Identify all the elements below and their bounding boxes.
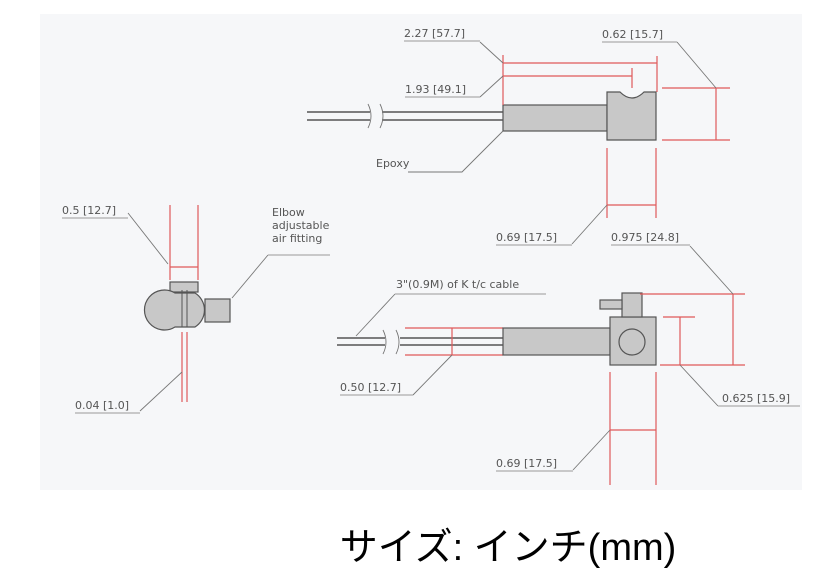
- dim-total-height: 0.975 [24.8]: [611, 231, 679, 244]
- dim-side-width: 0.5 [12.7]: [62, 204, 116, 217]
- fitting-label-line2: adjustable: [272, 219, 330, 232]
- elbow-fitting: [204, 298, 231, 323]
- sensor-head: [606, 91, 657, 141]
- side-view: 0.5 [12.7] Elbow adjustable air fitting …: [62, 204, 330, 414]
- fitting-label-line3: air fitting: [272, 232, 322, 245]
- dim-bottom-head-width: 0.69 [17.5]: [496, 457, 557, 470]
- fitting-label-line1: Elbow: [272, 206, 305, 219]
- dim-overall-length: 2.27 [57.7]: [404, 27, 465, 40]
- dim-head-height: 0.625 [15.9]: [722, 392, 790, 405]
- epoxy-sheath: [502, 104, 608, 132]
- dim-top-height: 0.62 [15.7]: [602, 28, 663, 41]
- dim-top-head-width: 0.69 [17.5]: [496, 231, 557, 244]
- cable-break-icon: [382, 329, 400, 355]
- sensor-head: [609, 316, 657, 366]
- dim-sheath-diameter: 0.50 [12.7]: [340, 381, 401, 394]
- fitting-body: [143, 289, 205, 331]
- dim-gap: 0.04 [1.0]: [75, 399, 129, 412]
- cable-break-icon: [367, 103, 384, 129]
- drawing-background: [40, 14, 802, 490]
- cable-label: 3"(0.9M) of K t/c cable: [396, 278, 519, 291]
- top-view: 2.27 [57.7] 1.93 [49.1] Epoxy 0.62 [15.7…: [307, 27, 730, 246]
- dim-body-length: 1.93 [49.1]: [405, 83, 466, 96]
- epoxy-label: Epoxy: [376, 157, 410, 170]
- bottom-view: 3"(0.9M) of K t/c cable 0.50 [12.7] 0.97…: [337, 231, 800, 485]
- units-caption: サイズ: インチ(mm): [339, 527, 677, 569]
- epoxy-sheath: [502, 327, 611, 356]
